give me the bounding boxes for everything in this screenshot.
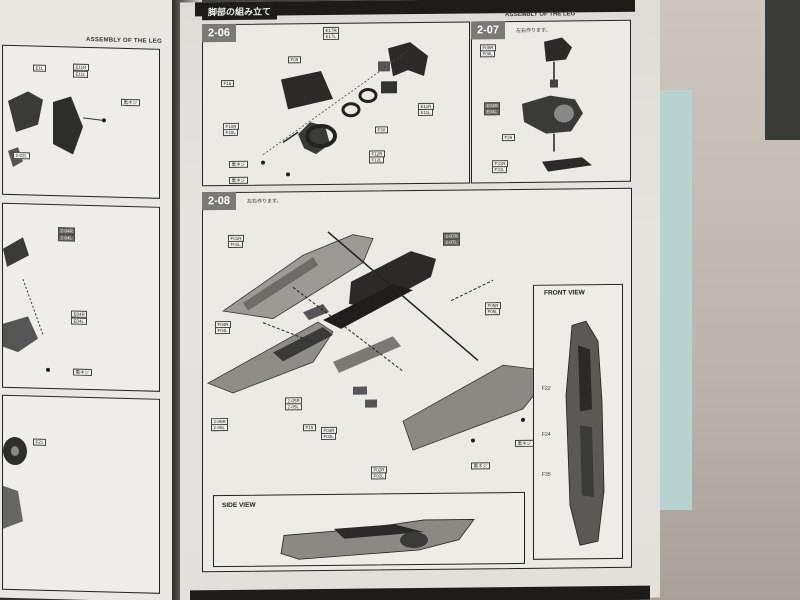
left-page-header: ASSEMBLY OF THE LEG (85, 36, 162, 45)
callout: 2-06L (211, 424, 228, 432)
left-step-box-2: 2-04R 2-04L E04R E04L 黒ネジ (2, 202, 160, 392)
callout: 2-05L (285, 403, 302, 411)
callout: E04L (484, 108, 500, 116)
callout: 黒ネジ (471, 462, 490, 470)
front-view-label: F35 (542, 471, 551, 478)
callout: E17L (323, 32, 339, 41)
front-view-label: F24 (542, 431, 551, 438)
callout: E11L (418, 108, 434, 117)
side-view-box: SIDE VIEW (213, 491, 525, 568)
page-label: ASSEMBLY OF THE LEG (505, 11, 576, 19)
callout: F12L (369, 156, 385, 164)
left-step3-drawing (3, 437, 27, 529)
right-manual-page: 脚部の組み立て ASSEMBLY OF THE LEG 2-06 E17R E1… (180, 0, 660, 600)
callout: F31L (492, 166, 508, 174)
callout: 黒ネジ (229, 160, 248, 169)
left-step-box-1: E1L E11R E11L 黒ネジ 2-02L (2, 44, 160, 199)
callout: F15 (303, 424, 316, 432)
background-shadow (765, 0, 800, 140)
front-view-label: F22 (542, 385, 551, 392)
left-callout: 黒ネジ (73, 368, 92, 377)
callout: F04L (215, 326, 231, 335)
callout: F26 (502, 134, 515, 142)
left-callout: E11L (73, 70, 89, 78)
front-view-drawing (565, 320, 605, 546)
callout: F16 (221, 79, 234, 88)
callout: 2-07L (443, 238, 460, 246)
section-title: 脚部の組み立て (202, 3, 278, 21)
callout: F03L (321, 432, 337, 441)
step-box-2-08: 2-08 左右作ります。 (202, 187, 632, 573)
callout: F10L (223, 128, 239, 137)
callout: 黒ネジ (515, 439, 534, 448)
left-callout: 2-04L (58, 234, 75, 242)
side-view-drawing (280, 519, 475, 560)
front-view-box: FRONT VIEW F22 F24 F35 (533, 283, 623, 560)
callout: F05L (485, 308, 501, 316)
left-callout: 黒ネジ (121, 98, 140, 107)
left-manual-page: ASSEMBLY OF THE LEG E1L E11R E11L 黒ネジ 2-… (0, 0, 190, 600)
left-callout: E1L (33, 64, 47, 72)
step-box-2-06: 2-06 E17R E17L F09 F16 E11R E11L F10 (202, 21, 470, 187)
page-bottom-band (190, 585, 650, 600)
step-2-07-drawing (522, 37, 592, 172)
left-step2-drawing (3, 237, 50, 372)
left-callout: F21 (33, 438, 46, 446)
callout: F08L (480, 50, 496, 58)
callout: F30 (375, 126, 388, 134)
callout: F09 (288, 56, 301, 64)
left-callout: E04L (71, 317, 87, 325)
left-step-box-3: F21 (2, 394, 160, 594)
step-2-06-drawing (261, 42, 428, 177)
callout: F01L (228, 240, 244, 249)
step-box-2-07: 2-07 左右作ります。 F08R F08L E04R E04L F26 F31… (471, 19, 631, 184)
callout: F02L (371, 472, 387, 480)
left-callout: 2-02L (13, 151, 30, 160)
callout: 黒ネジ (229, 176, 248, 185)
step-2-08-drawing (207, 231, 544, 451)
